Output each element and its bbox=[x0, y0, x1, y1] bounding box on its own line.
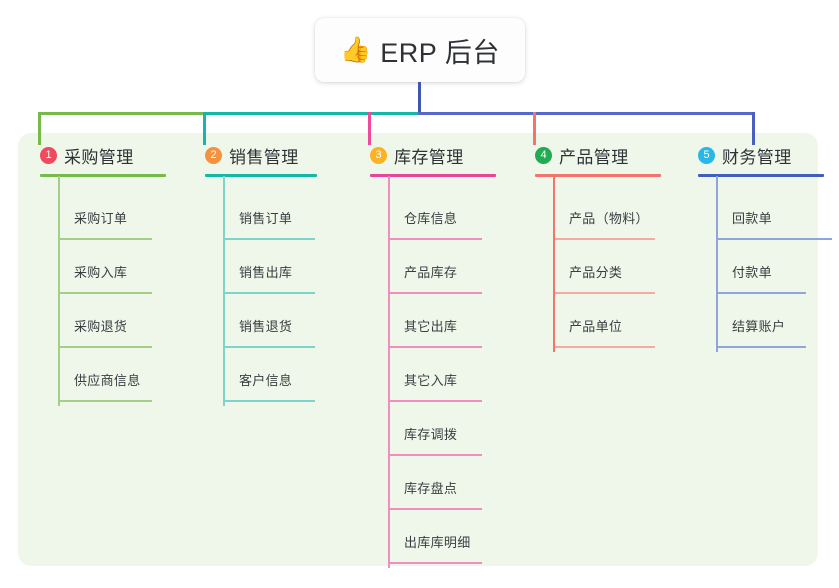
branch-title: 销售管理 bbox=[229, 147, 299, 167]
drop-connector-5 bbox=[752, 112, 755, 145]
leaf-rule bbox=[718, 346, 806, 348]
branch-spine bbox=[388, 176, 390, 568]
leaf-label: 产品（物料） bbox=[569, 211, 649, 226]
leaf-rule bbox=[555, 346, 655, 348]
root-node[interactable]: 👍 ERP 后台 bbox=[315, 18, 525, 82]
leaf-label: 采购退货 bbox=[74, 319, 128, 334]
leaf-label: 销售退货 bbox=[239, 319, 293, 334]
leaf-rule bbox=[60, 346, 152, 348]
bar-segment-right bbox=[418, 112, 752, 115]
branch-title: 采购管理 bbox=[64, 147, 134, 167]
branch-number-badge: 4 bbox=[535, 146, 552, 164]
leaf-rule bbox=[390, 400, 482, 402]
leaf-label: 销售出库 bbox=[239, 265, 293, 280]
branch-title: 产品管理 bbox=[559, 147, 629, 167]
leaf-rule bbox=[390, 454, 482, 456]
leaf-label: 库存调拨 bbox=[404, 427, 458, 442]
branch-spine bbox=[223, 176, 225, 406]
leaf-rule bbox=[225, 238, 315, 240]
leaf-label: 结算账户 bbox=[732, 319, 786, 334]
branch-header-rule bbox=[40, 174, 166, 177]
branch-header-rule bbox=[535, 174, 661, 177]
leaf-rule bbox=[718, 292, 806, 294]
drop-connector-3 bbox=[368, 112, 371, 145]
branch-header-rule bbox=[370, 174, 496, 177]
branch-spine bbox=[58, 176, 60, 406]
branch-column-2: 2 销售管理销售订单销售出库销售退货客户信息 bbox=[185, 142, 317, 406]
bar-segment-middle bbox=[203, 112, 421, 115]
leaf-rule bbox=[225, 346, 315, 348]
leaf-rule bbox=[60, 238, 152, 240]
branch-column-5: 5 财务管理回款单付款单结算账户 bbox=[678, 142, 832, 352]
leaf-rule bbox=[718, 238, 832, 240]
branch-column-3: 3 库存管理仓库信息产品库存其它出库其它入库库存调拨库存盘点出库库明细 bbox=[350, 142, 496, 568]
leaf-rule bbox=[60, 292, 152, 294]
branch-header-rule bbox=[698, 174, 824, 177]
leaf-label: 回款单 bbox=[732, 211, 772, 226]
leaf-label: 仓库信息 bbox=[404, 211, 458, 226]
leaf-label: 产品单位 bbox=[569, 319, 623, 334]
leaf-rule bbox=[225, 292, 315, 294]
leaf-label: 出库库明细 bbox=[404, 535, 471, 550]
drop-connector-1 bbox=[38, 112, 41, 145]
leaf-label: 其它出库 bbox=[404, 319, 458, 334]
leaf-rule bbox=[390, 292, 482, 294]
leaf-label: 采购订单 bbox=[74, 211, 128, 226]
bar-segment-left bbox=[38, 112, 206, 115]
leaf-label: 采购入库 bbox=[74, 265, 128, 280]
branch-header-4[interactable]: 4 产品管理 bbox=[515, 142, 629, 168]
leaf-rule bbox=[390, 238, 482, 240]
branch-column-1: 1 采购管理采购订单采购入库采购退货供应商信息 bbox=[20, 142, 166, 406]
leaf-label: 产品分类 bbox=[569, 265, 623, 280]
drop-connector-2 bbox=[203, 112, 206, 145]
root-title: ERP 后台 bbox=[380, 37, 500, 68]
leaf-rule bbox=[555, 238, 655, 240]
branch-number-badge: 2 bbox=[205, 146, 222, 164]
thumbs-up-icon: 👍 bbox=[340, 35, 372, 64]
leaf-label: 产品库存 bbox=[404, 265, 458, 280]
branch-title: 财务管理 bbox=[722, 147, 792, 167]
branch-header-2[interactable]: 2 销售管理 bbox=[185, 142, 299, 168]
branch-column-4: 4 产品管理产品（物料） 产品分类产品单位 bbox=[515, 142, 661, 352]
leaf-rule bbox=[60, 400, 152, 402]
branch-spine bbox=[716, 176, 718, 352]
drop-connector-4 bbox=[533, 112, 536, 145]
branch-header-1[interactable]: 1 采购管理 bbox=[20, 142, 134, 168]
branch-header-rule bbox=[205, 174, 317, 177]
leaf-rule bbox=[390, 508, 482, 510]
leaf-label: 付款单 bbox=[732, 265, 772, 280]
branch-spine bbox=[553, 176, 555, 352]
branch-header-3[interactable]: 3 库存管理 bbox=[350, 142, 464, 168]
branch-header-5[interactable]: 5 财务管理 bbox=[678, 142, 792, 168]
leaf-rule bbox=[225, 400, 315, 402]
leaf-label: 销售订单 bbox=[239, 211, 293, 226]
leaf-label: 库存盘点 bbox=[404, 481, 458, 496]
branch-number-badge: 1 bbox=[40, 146, 57, 164]
leaf-label: 客户信息 bbox=[239, 373, 293, 388]
root-stem-connector bbox=[418, 82, 421, 115]
branches-panel bbox=[18, 133, 818, 566]
branch-title: 库存管理 bbox=[394, 147, 464, 167]
leaf-rule bbox=[390, 562, 482, 564]
leaf-label: 供应商信息 bbox=[74, 373, 141, 388]
leaf-rule bbox=[555, 292, 655, 294]
branch-number-badge: 3 bbox=[370, 146, 387, 164]
leaf-label: 其它入库 bbox=[404, 373, 458, 388]
branch-number-badge: 5 bbox=[698, 146, 715, 164]
leaf-rule bbox=[390, 346, 482, 348]
